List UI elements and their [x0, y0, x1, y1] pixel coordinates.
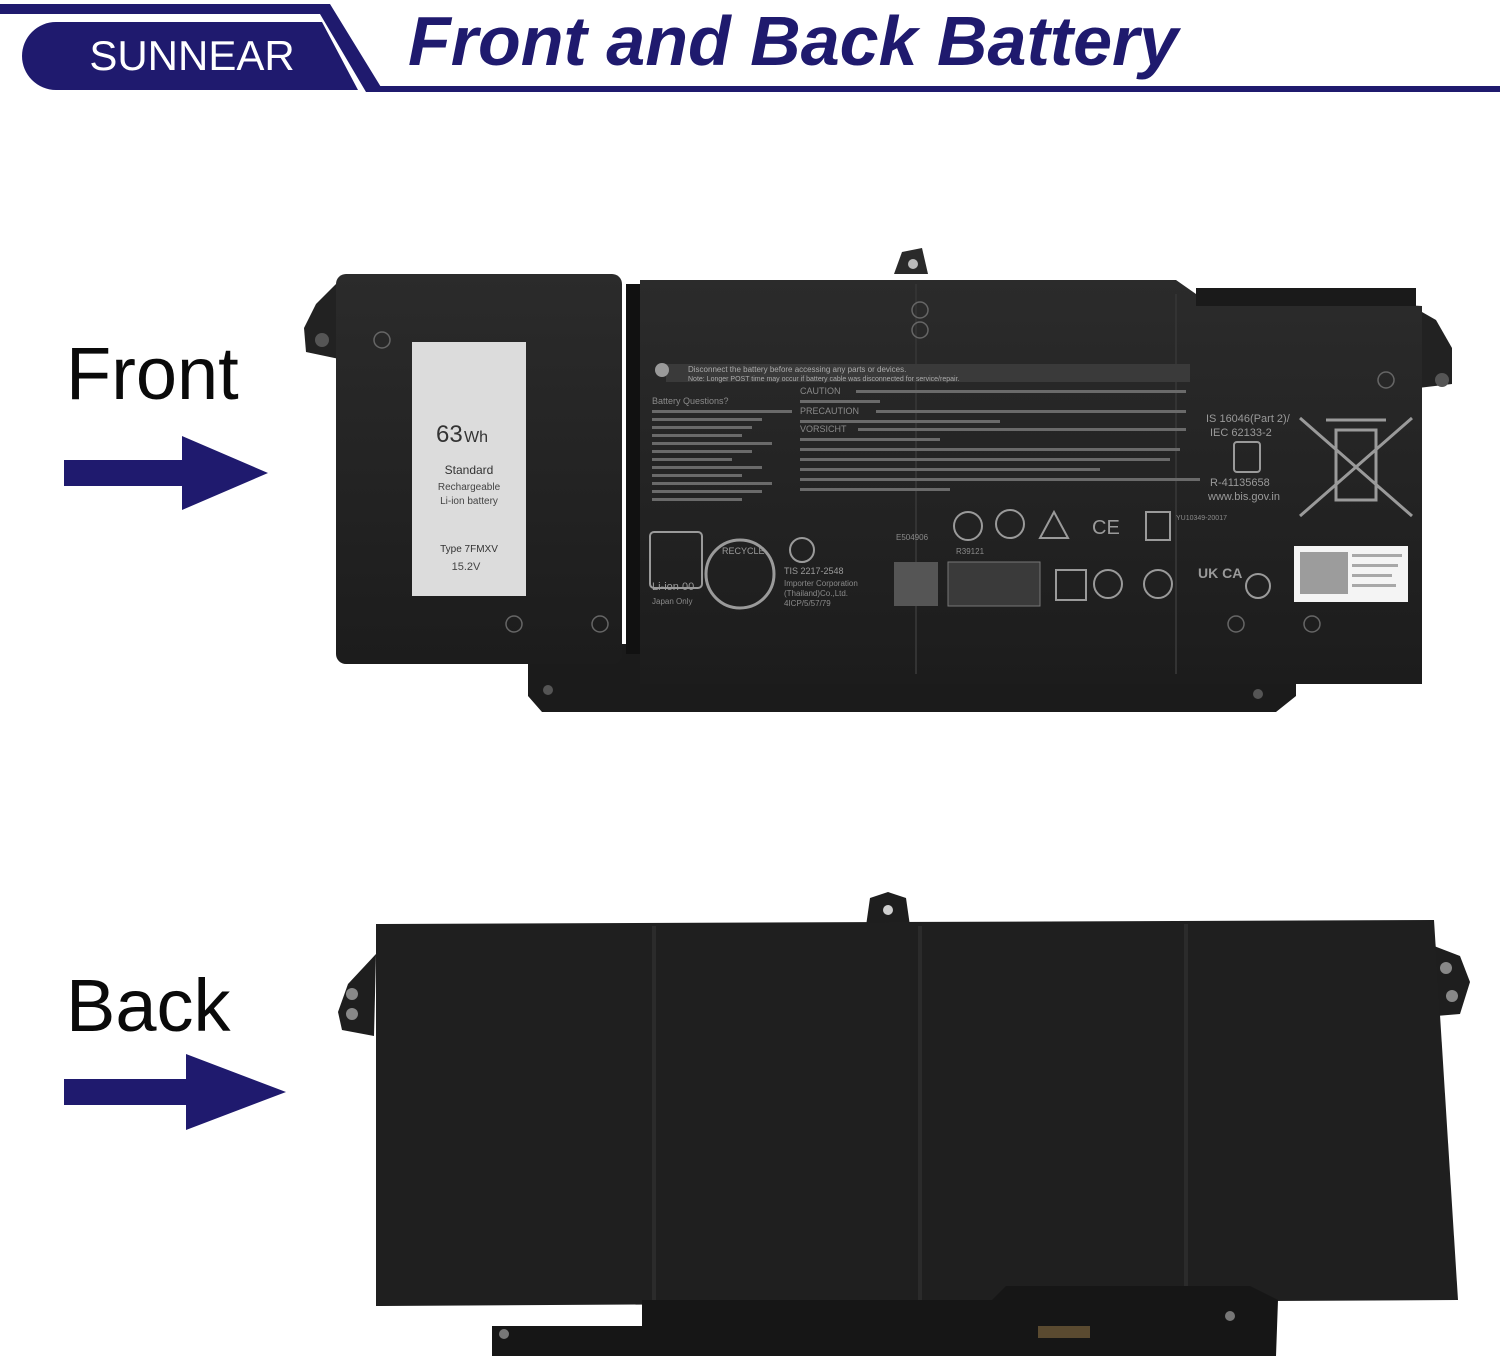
header-underline — [380, 86, 1500, 92]
std-line-4: www.bis.gov.in — [1207, 491, 1280, 503]
front-arrow-icon — [64, 436, 268, 510]
weee-bin-icon — [1299, 416, 1413, 518]
std-line-1: IS 16046(Part 2)/ — [1206, 413, 1291, 425]
label-line3: Li-ion battery — [440, 496, 498, 507]
warning-text: Disconnect the battery before accessing … — [688, 365, 906, 374]
ce-mark: CE — [1092, 517, 1120, 539]
note-text: Note: Longer POST time may occur if batt… — [688, 376, 959, 383]
header-slash-stripe — [0, 4, 384, 92]
e-code-text: E504906 — [896, 533, 929, 542]
back-label: Back — [66, 964, 231, 1047]
page-title: Front and Back Battery — [408, 2, 1179, 80]
header-banner — [0, 4, 1500, 92]
front-label: Front — [66, 332, 239, 415]
tis-text: TIS 2217-2548 — [784, 566, 844, 576]
li-ion-icon — [649, 531, 703, 589]
std-line-2: IEC 62133-2 — [1210, 427, 1272, 439]
front-battery-image: 63 Wh Standard Rechargeable Li-ion batte… — [304, 248, 1452, 712]
caution-title: CAUTION — [800, 386, 841, 396]
li-ion-text: Li-ion 00 — [652, 581, 694, 593]
label-voltage: 15.2V — [452, 561, 481, 573]
capacity-unit: Wh — [464, 429, 488, 446]
std-line-3: R-41135658 — [1210, 477, 1270, 489]
precaution-title: PRECAUTION — [800, 406, 859, 416]
recycle-seal-icon — [704, 538, 776, 610]
back-battery-image — [338, 892, 1470, 1356]
capacity-number: 63 — [436, 421, 463, 448]
label-line2: Rechargeable — [438, 482, 501, 493]
brand-badge — [22, 22, 358, 90]
r-code-text: R39121 — [956, 547, 985, 556]
front-left-ear — [304, 276, 344, 360]
label-line1: Standard — [445, 463, 494, 477]
japan-only-text: Japan Only — [652, 597, 692, 606]
back-arrow-icon — [64, 1054, 286, 1130]
importer-text-2: (Thailand)Co.,Ltd. — [784, 589, 848, 598]
recycle-text: RECYCLE — [722, 546, 765, 556]
back-bottom-rail — [492, 1286, 1278, 1356]
back-main-body — [376, 920, 1458, 1306]
front-capacity-label — [412, 342, 526, 596]
importer-text: Importer Corporation — [784, 579, 858, 588]
ukca-mark: UK CA — [1198, 565, 1242, 581]
battery-questions: Battery Questions? — [652, 396, 729, 406]
label-type: Type 7FMXV — [440, 544, 498, 555]
cell-code-text: 4ICP/5/57/79 — [784, 599, 831, 608]
vorsicht-title: VORSICHT — [800, 424, 847, 434]
yu-code-text: YU10349-20017 — [1176, 515, 1227, 522]
brand-name: SUNNEAR — [89, 32, 295, 79]
